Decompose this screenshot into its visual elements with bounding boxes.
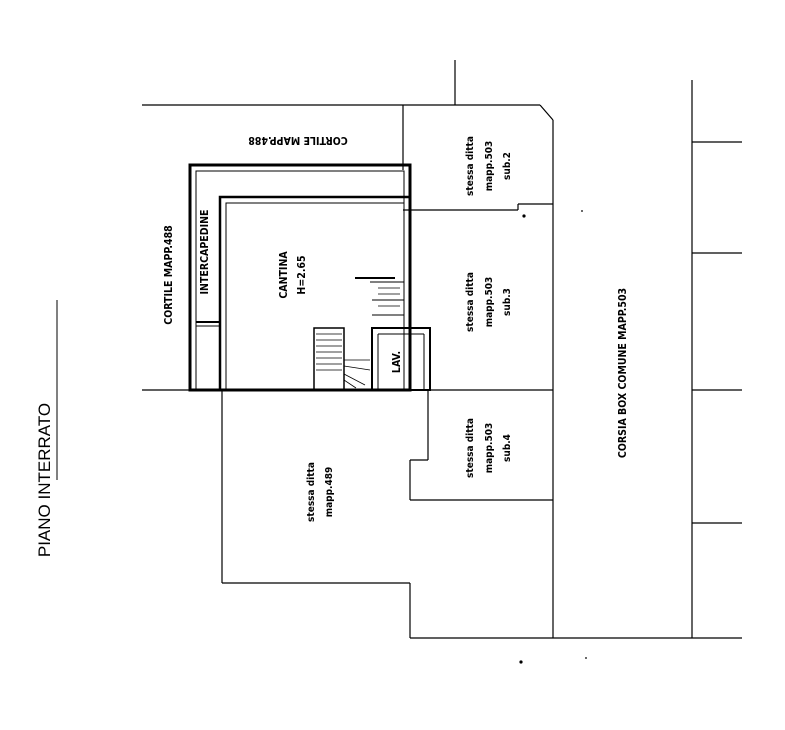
sub2-line3: sub.2	[502, 152, 513, 180]
sub4-line1: stessa ditta	[465, 418, 476, 478]
unit-sub2: stessa ditta mapp.503 sub.2	[465, 136, 513, 196]
marks	[519, 210, 587, 664]
mapp489-line2: mapp.489	[324, 467, 335, 518]
label-intercapedine: INTERCAPEDINE	[199, 210, 211, 295]
label-cantina: CANTINA	[278, 251, 290, 299]
label-lav: LAV.	[391, 351, 403, 373]
sub3-line2: mapp.503	[484, 277, 495, 328]
sub4-line2: mapp.503	[484, 423, 495, 474]
sub2-line2: mapp.503	[484, 141, 495, 192]
sub4-line3: sub.4	[502, 434, 513, 462]
label-cantina-height: H=2.65	[296, 255, 308, 294]
mapp489-line1: stessa ditta	[306, 462, 317, 522]
unit-sub4: stessa ditta mapp.503 sub.4	[465, 418, 513, 478]
plan-title: PIANO INTERRATO	[35, 403, 54, 557]
label-corsia: CORSIA BOX COMUNE MAPP.503	[617, 288, 629, 458]
sub3-line3: sub.3	[502, 288, 513, 316]
unit-sub3: stessa ditta mapp.503 sub.3	[465, 272, 513, 332]
sub3-line1: stessa ditta	[465, 272, 476, 332]
building-walls	[188, 163, 431, 392]
label-cortile-left: CORTILE MAPP.488	[163, 225, 175, 324]
label-cortile-top: CORTILE MAPP.488	[248, 134, 347, 146]
sub2-line1: stessa ditta	[465, 136, 476, 196]
stair-treads	[316, 287, 400, 389]
unit-mapp489: stessa ditta mapp.489	[306, 462, 335, 522]
site-lines	[142, 60, 742, 639]
